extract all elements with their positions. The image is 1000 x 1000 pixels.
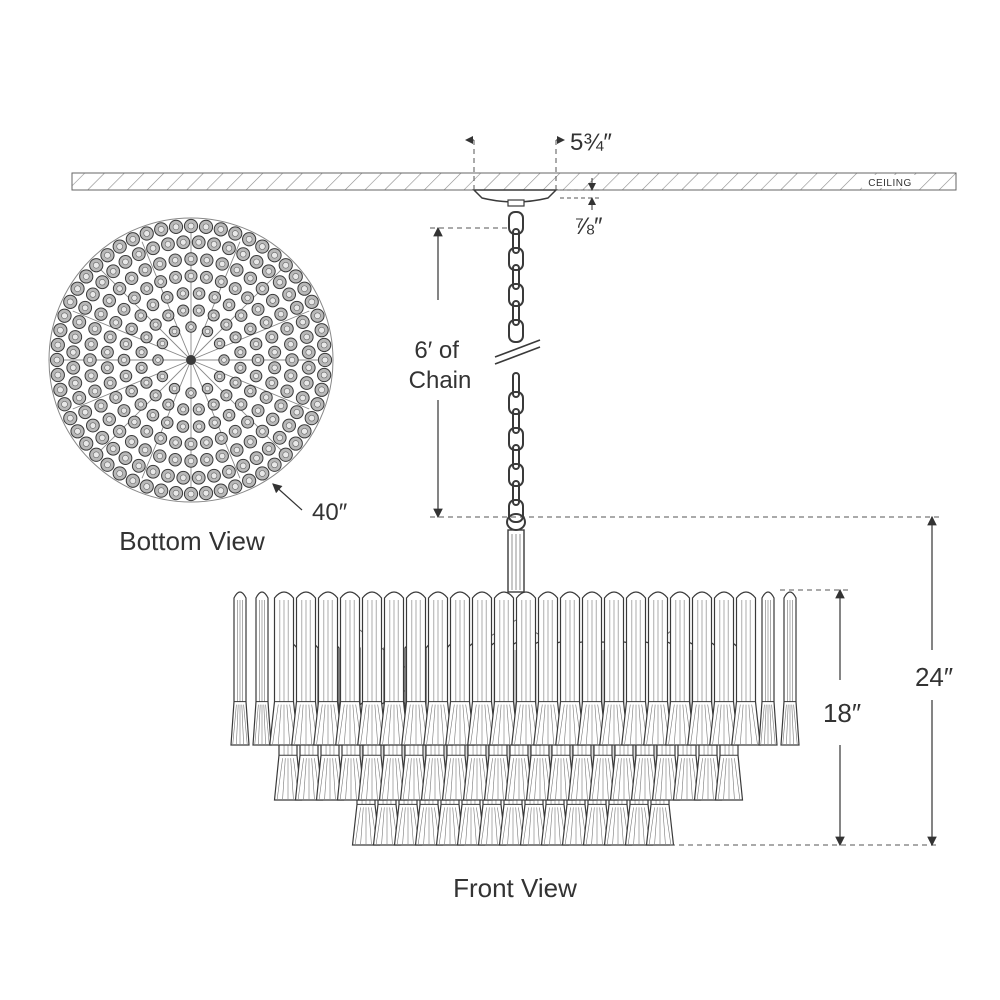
- canopy: [472, 189, 558, 207]
- crystal-rod: [357, 591, 387, 746]
- ceiling: CEILING: [71, 172, 957, 191]
- chain-link: [508, 463, 524, 487]
- crystal-rod: [643, 591, 673, 746]
- chain-length-label: 6′ of Chain: [409, 337, 472, 394]
- crystal-rod: [467, 591, 497, 746]
- crystal-rod: [758, 591, 778, 746]
- chain-link: [508, 211, 524, 235]
- bottom-view-label: Bottom View: [119, 526, 265, 556]
- crystal-rod: [665, 591, 695, 746]
- canopy-width-label: 5¾″: [570, 129, 612, 156]
- crystal-rod: [445, 591, 475, 746]
- chain-link: [508, 283, 524, 307]
- chain-dimension: 6′ of Chain: [409, 226, 940, 519]
- chain-link: [508, 247, 524, 271]
- chain-link: [508, 391, 524, 415]
- chain-link: [512, 444, 520, 470]
- chain-link: [508, 427, 524, 451]
- front-view-label: Front View: [453, 873, 577, 903]
- chain-link: [512, 408, 520, 434]
- ceiling-label: CEILING: [868, 178, 912, 189]
- chain-link: [512, 372, 520, 398]
- canopy-depth-label: ⅞″: [574, 213, 603, 240]
- crystal-rod: [423, 591, 453, 746]
- overall-height-dimension: 24″: [915, 515, 953, 847]
- fixture-height-label: 18″: [823, 698, 861, 728]
- canopy-depth-dimension: ⅞″: [560, 178, 603, 240]
- diameter-dimension: 40″: [272, 483, 348, 526]
- chain-break-mark: [494, 339, 541, 365]
- crystal-rod: [230, 591, 250, 746]
- canopy-width-dimension: 5¾″: [465, 129, 612, 190]
- fixture-height-dimension: 18″: [670, 588, 940, 847]
- crystal-rod: [269, 591, 299, 746]
- bottom-view-drawing: [48, 217, 334, 503]
- chain-link: [512, 264, 520, 290]
- crystal-rod: [533, 591, 563, 746]
- chain-link: [512, 480, 520, 506]
- crystal-rod: [577, 591, 607, 746]
- overall-height-label: 24″: [915, 662, 953, 692]
- crystal-rod: [313, 591, 343, 746]
- crystal-rod: [252, 591, 272, 746]
- crystal-rod: [379, 591, 409, 746]
- crystal-rod: [599, 591, 629, 746]
- front-view-drawing: [230, 513, 800, 846]
- crystal-rod: [687, 591, 717, 746]
- crystal-rod: [780, 591, 800, 746]
- crystal-rod: [731, 591, 761, 746]
- chain-link: [508, 499, 524, 523]
- crystal-rod: [709, 591, 739, 746]
- crystal-rod: [335, 591, 365, 746]
- chain-link: [512, 300, 520, 326]
- chain-link: [508, 319, 524, 343]
- crystal-rod: [489, 591, 519, 746]
- chain: [508, 211, 524, 523]
- crystal-rod: [511, 591, 541, 746]
- chain-link: [512, 228, 520, 254]
- diameter-label: 40″: [312, 499, 348, 526]
